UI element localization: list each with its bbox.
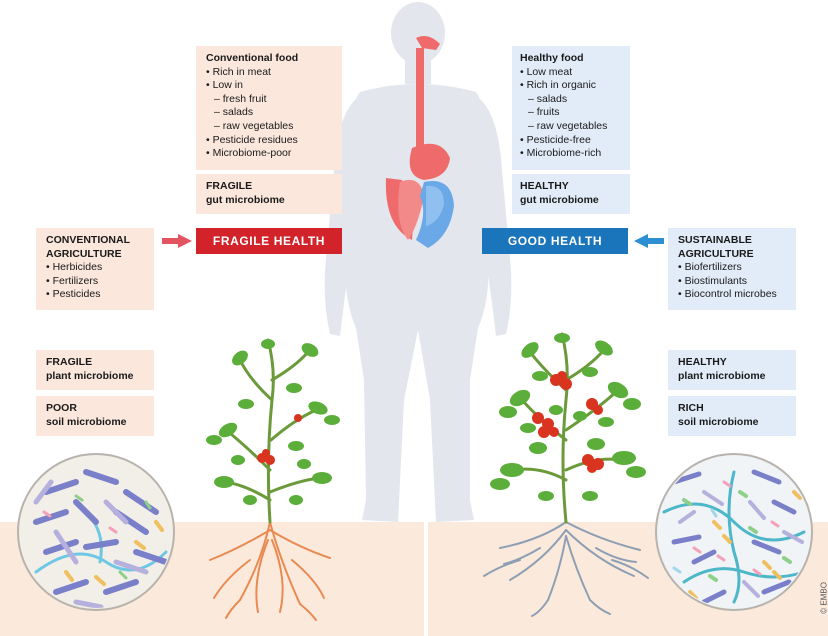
- digestive-tract: [385, 36, 454, 248]
- healthy-leaves: [490, 333, 646, 501]
- healthy-gut-panel: HEALTHY gut microbiome: [512, 174, 630, 214]
- healthy-food-item: • Low meat: [520, 65, 573, 78]
- conventional-food-title: Conventional food: [206, 52, 299, 64]
- healthy-food-panel: Healthy food • Low meat • Rich in organi…: [512, 46, 630, 170]
- conventional-agriculture-item: • Pesticides: [46, 288, 101, 301]
- poor-soil-line2: soil microbiome: [46, 415, 127, 428]
- healthy-food-item: – salads: [528, 92, 568, 105]
- arrow-left-icon: [634, 234, 664, 248]
- conventional-food-item: • Low in: [206, 79, 243, 92]
- healthy-food-item: – raw vegetables: [528, 119, 608, 132]
- healthy-food-item: • Microbiome-rich: [520, 147, 602, 160]
- fragile-roots: [209, 521, 331, 621]
- fragile-plant-line1: FRAGILE: [46, 356, 93, 368]
- healthy-roots: [483, 521, 649, 617]
- rich-soil-line1: RICH: [678, 402, 704, 414]
- conventional-food-item: – raw vegetables: [214, 119, 294, 132]
- rich-soil-panel: RICH soil microbiome: [668, 396, 796, 436]
- fragile-leaves: [206, 339, 340, 505]
- fragile-plant-line2: plant microbiome: [46, 369, 134, 382]
- conventional-food-item: • Pesticide residues: [206, 133, 298, 146]
- healthy-tomatoes: [532, 371, 604, 473]
- credit-text: © EMBO: [820, 582, 828, 614]
- sustainable-agriculture-item: • Biofertilizers: [678, 261, 742, 274]
- conventional-agriculture-line1: CONVENTIONAL: [46, 234, 130, 246]
- good-health-label: GOOD HEALTH: [507, 234, 603, 248]
- healthy-food-item: – fruits: [528, 106, 560, 119]
- conventional-food-panel: Conventional food • Rich in meat • Low i…: [196, 46, 342, 170]
- conventional-food-item: • Rich in meat: [206, 65, 271, 78]
- fragile-health-bar: FRAGILE HEALTH: [196, 228, 342, 254]
- poor-soil-microbiome-circle: [17, 453, 175, 611]
- sustainable-agriculture-item: • Biocontrol microbes: [678, 288, 777, 301]
- rich-soil-microbiome-circle: [655, 453, 813, 611]
- good-health-bar: GOOD HEALTH: [482, 228, 628, 254]
- conventional-agriculture-item: • Fertilizers: [46, 274, 99, 287]
- conventional-agriculture-line2: AGRICULTURE: [46, 247, 122, 260]
- sustainable-agriculture-line2: AGRICULTURE: [678, 247, 754, 260]
- sustainable-agriculture-panel: SUSTAINABLE AGRICULTURE • Biofertilizers…: [668, 228, 796, 310]
- conventional-agriculture-item: • Herbicides: [46, 261, 103, 274]
- fragile-gut-panel: FRAGILE gut microbiome: [196, 174, 342, 214]
- fragile-gut-line1: FRAGILE: [206, 180, 253, 192]
- conventional-food-item: – salads: [214, 106, 254, 119]
- healthy-plant-line1: HEALTHY: [678, 356, 727, 368]
- poor-soil-line1: POOR: [46, 402, 77, 414]
- conventional-agriculture-panel: CONVENTIONAL AGRICULTURE • Herbicides • …: [36, 228, 154, 310]
- conventional-food-item: • Microbiome-poor: [206, 147, 292, 160]
- healthy-food-item: • Pesticide-free: [520, 133, 591, 146]
- healthy-food-item: • Rich in organic: [520, 79, 597, 92]
- arrow-right-icon: [162, 234, 192, 248]
- healthy-food-title: Healthy food: [520, 52, 584, 64]
- fragile-gut-line2: gut microbiome: [206, 193, 285, 206]
- fragile-health-label: FRAGILE HEALTH: [212, 234, 326, 248]
- rich-soil-line2: soil microbiome: [678, 415, 759, 428]
- healthy-plant-line2: plant microbiome: [678, 369, 766, 382]
- healthy-gut-line1: HEALTHY: [520, 180, 569, 192]
- fragile-tomatoes: [257, 414, 302, 465]
- conventional-food-item: – fresh fruit: [214, 92, 267, 105]
- healthy-gut-line2: gut microbiome: [520, 193, 599, 206]
- fragile-plant-panel: FRAGILE plant microbiome: [36, 350, 154, 390]
- sustainable-agriculture-line1: SUSTAINABLE: [678, 234, 752, 246]
- healthy-plant-panel: HEALTHY plant microbiome: [668, 350, 796, 390]
- poor-soil-panel: POOR soil microbiome: [36, 396, 154, 436]
- sustainable-agriculture-item: • Biostimulants: [678, 274, 748, 287]
